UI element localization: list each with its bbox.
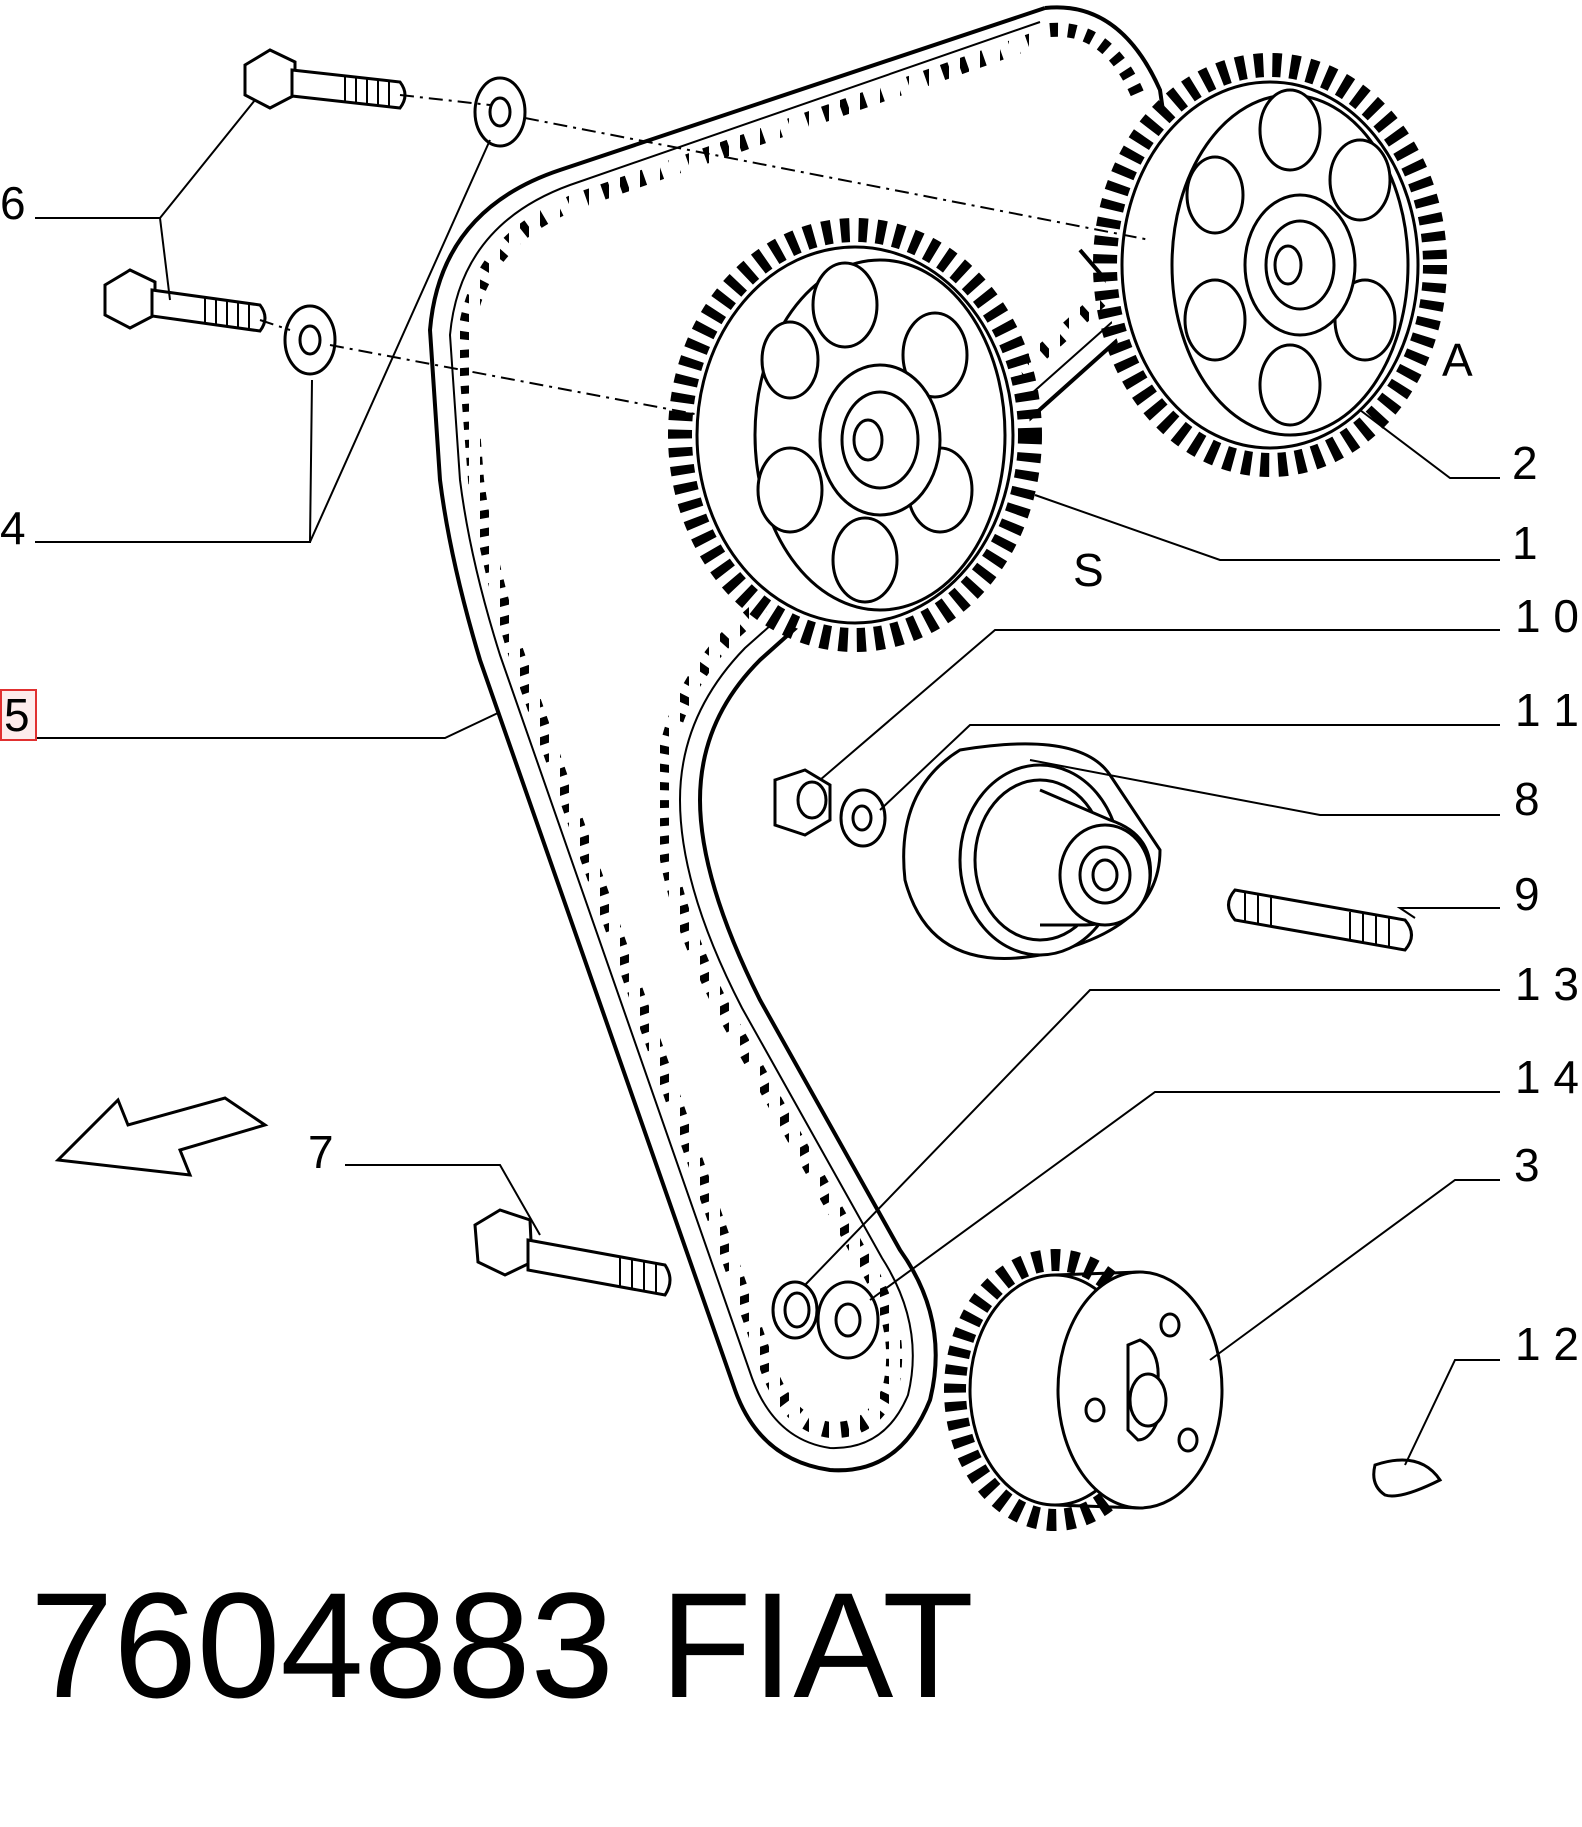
callout-S: S <box>1073 544 1104 596</box>
callout-1: 1 <box>1512 517 1538 569</box>
woodruff-key-12 <box>1372 1458 1443 1498</box>
stud-9 <box>1227 888 1413 952</box>
callout-14: 1 4 <box>1515 1051 1579 1103</box>
tensioner-roller-8 <box>902 742 1162 960</box>
brand-name: FIAT <box>660 1561 974 1729</box>
bolt-6-upper <box>243 48 407 110</box>
timing-belt <box>427 5 1172 1473</box>
washer-13 <box>771 1280 819 1340</box>
crankshaft-pulley-3 <box>944 1249 1224 1531</box>
direction-arrow <box>54 1096 269 1177</box>
washer-11 <box>839 788 887 848</box>
callout-8: 8 <box>1514 773 1540 825</box>
callout-labels: 6 4 5 7 A 2 1 S 1 0 1 1 8 9 1 3 1 4 3 1 … <box>0 177 1579 1370</box>
camshaft-pulley-2 <box>1093 53 1447 477</box>
callout-12: 1 2 <box>1515 1318 1579 1370</box>
part-number: 7604883 <box>30 1561 614 1729</box>
camshaft-pulley-1 <box>668 218 1042 652</box>
washer-4-lower <box>283 304 337 376</box>
callout-5: 5 <box>4 689 30 741</box>
bolt-6-lower <box>103 268 267 333</box>
nut-10 <box>773 768 832 837</box>
callout-3: 3 <box>1514 1139 1540 1191</box>
leader-lines <box>35 99 1500 1466</box>
bolt-7 <box>473 1208 672 1297</box>
callout-11: 1 1 <box>1515 684 1579 736</box>
callout-10: 1 0 <box>1515 590 1579 642</box>
washer-14 <box>816 1280 880 1360</box>
callout-6: 6 <box>0 177 26 229</box>
callout-4: 4 <box>0 502 26 554</box>
alignment-lines <box>259 94 1151 416</box>
callout-5-highlight <box>0 689 37 741</box>
callout-A: A <box>1442 334 1473 386</box>
callout-9: 9 <box>1514 868 1540 920</box>
washer-4-upper <box>473 76 527 148</box>
callout-7: 7 <box>308 1126 334 1178</box>
callout-13: 1 3 <box>1515 958 1579 1010</box>
callout-2: 2 <box>1512 437 1538 489</box>
